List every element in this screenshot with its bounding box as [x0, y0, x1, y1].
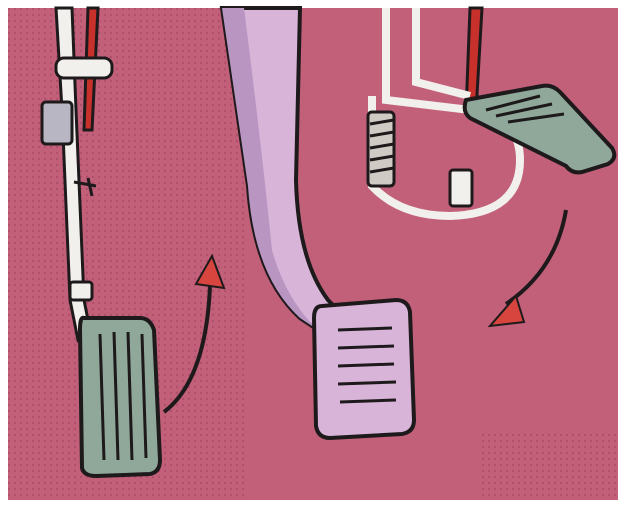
brake-pedal-pad — [314, 300, 414, 438]
clutch-bracket — [42, 102, 72, 144]
accelerator-pivot-block — [450, 170, 472, 206]
clutch-arm-clip — [70, 282, 92, 300]
clutch-pedal-pad — [80, 318, 160, 476]
clutch-pivot-bolt — [56, 58, 112, 78]
dot-texture-bottom-right — [480, 430, 618, 500]
accelerator-return-spring — [368, 112, 394, 186]
